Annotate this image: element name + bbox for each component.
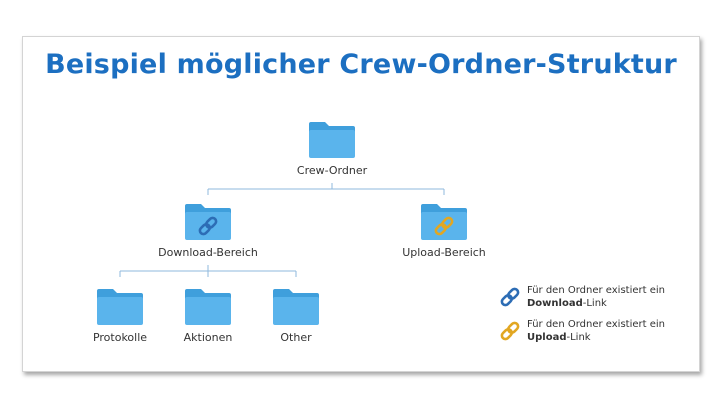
folder-label-crew-ordner: Crew-Ordner	[296, 164, 368, 177]
legend-upload-line1: Für den Ordner existiert ein	[527, 319, 665, 330]
folder-icon	[185, 204, 231, 240]
legend-download-suffix: -Link	[582, 298, 607, 309]
folder-label-download-bereich: Download-Bereich	[158, 246, 258, 259]
legend-upload-suffix: -Link	[566, 332, 591, 343]
chain-link-icon	[434, 216, 454, 236]
tree-connectors	[119, 183, 445, 277]
legend-download-bold: Download	[527, 298, 583, 309]
legend-upload: Für den Ordner existiert ein Upload-Link	[499, 318, 665, 344]
chain-link-icon	[500, 287, 520, 307]
page-title: Beispiel möglicher Crew-Ordner-Struktur	[45, 49, 677, 80]
slide: Beispiel möglicher Crew-Ordner-Struktur …	[22, 36, 700, 372]
legend-download-line2: Download-Link	[527, 297, 665, 310]
folder-upload-bereich[interactable]	[419, 202, 469, 246]
folder-icon	[97, 289, 143, 325]
legend-upload-bold: Upload	[527, 332, 567, 343]
connector-root	[207, 183, 445, 195]
legend-download-text: Für den Ordner existiert ein Download-Li…	[527, 284, 665, 310]
folder-icon	[309, 122, 355, 158]
legend-upload-text: Für den Ordner existiert ein Upload-Link	[527, 318, 665, 344]
legend-download: Für den Ordner existiert ein Download-Li…	[499, 284, 665, 310]
folder-label-upload-bereich: Upload-Bereich	[402, 246, 486, 259]
legend-upload-line2: Upload-Link	[527, 331, 665, 344]
folder-icon	[273, 289, 319, 325]
chain-link-icon	[500, 321, 520, 341]
folder-other[interactable]	[271, 287, 321, 331]
folder-aktionen[interactable]	[183, 287, 233, 331]
legend-download-line1: Für den Ordner existiert ein	[527, 285, 665, 296]
chain-link-icon	[198, 216, 218, 236]
folder-label-aktionen: Aktionen	[183, 331, 233, 344]
folder-protokolle[interactable]	[95, 287, 145, 331]
folder-icon	[185, 289, 231, 325]
connector-download	[119, 265, 297, 277]
folder-crew-ordner[interactable]	[307, 120, 357, 164]
folder-label-protokolle: Protokolle	[92, 331, 148, 344]
folder-icon	[421, 204, 467, 240]
folder-download-bereich[interactable]	[183, 202, 233, 246]
folder-label-other: Other	[280, 331, 312, 344]
